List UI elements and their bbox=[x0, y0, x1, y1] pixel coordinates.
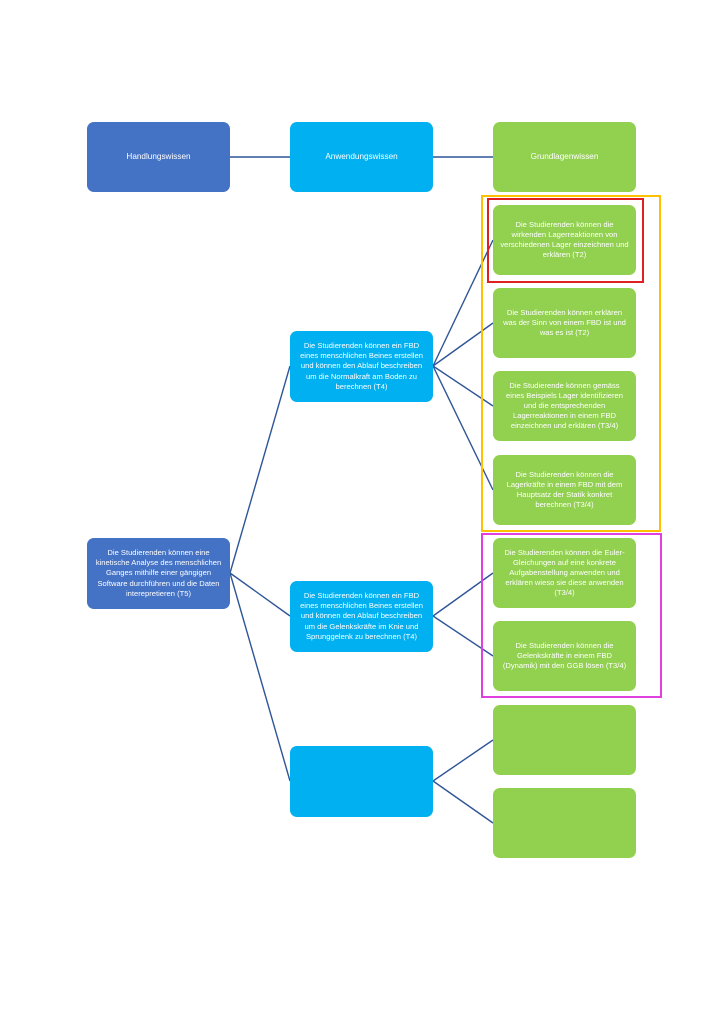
leaf-node-5-text: Die Studierenden können die Euler-Gleich… bbox=[504, 547, 625, 598]
middle-node-2: Die Studierenden können ein FBD eines me… bbox=[290, 581, 433, 652]
connector-root-middle-2 bbox=[229, 572, 291, 617]
connector-middle-3-leaf-8 bbox=[432, 780, 494, 824]
middle-node-1-text: Die Studierenden können ein FBD eines me… bbox=[300, 341, 423, 391]
connector-middle-1-leaf-2 bbox=[432, 322, 494, 367]
connector-middle-1-leaf-3 bbox=[432, 365, 494, 407]
connector-middle-1-leaf-1 bbox=[432, 239, 494, 367]
leaf-node-3-text: Die Studierende können gemäss eines Beis… bbox=[506, 380, 623, 431]
connector-middle-2-leaf-6 bbox=[432, 615, 494, 657]
root-node: Die Studierenden können eine kinetische … bbox=[87, 538, 230, 609]
highlight-frame-magenta bbox=[481, 533, 662, 698]
leaf-node-8 bbox=[493, 788, 636, 858]
header-grundlagenwissen-label: Grundlagenwissen bbox=[530, 151, 599, 161]
middle-node-3 bbox=[290, 746, 433, 817]
connector-middle-3-leaf-7 bbox=[432, 739, 494, 782]
leaf-node-1: Die Studierenden können die wirkenden La… bbox=[493, 205, 636, 275]
root-node-text: Die Studierenden können eine kinetische … bbox=[95, 548, 222, 598]
header-handlungswissen-label: Handlungswissen bbox=[126, 151, 191, 161]
header-anwendungswissen-label: Anwendungswissen bbox=[325, 151, 398, 161]
leaf-node-5: Die Studierenden können die Euler-Gleich… bbox=[493, 538, 636, 608]
header-grundlagenwissen: Grundlagenwissen bbox=[493, 122, 636, 192]
leaf-node-3: Die Studierende können gemäss eines Beis… bbox=[493, 371, 636, 441]
leaf-node-2-text: Die Studierenden können erklären was der… bbox=[503, 307, 626, 337]
leaf-node-4: Die Studierenden können die Lagerkräfte … bbox=[493, 455, 636, 525]
middle-node-1: Die Studierenden können ein FBD eines me… bbox=[290, 331, 433, 402]
header-handlungswissen: Handlungswissen bbox=[87, 122, 230, 192]
leaf-node-1-text: Die Studierenden können die wirkenden La… bbox=[500, 219, 629, 260]
leaf-node-4-text: Die Studierenden können die Lagerkräfte … bbox=[506, 469, 623, 510]
leaf-node-6: Die Studierenden können die Gelenkskräft… bbox=[493, 621, 636, 691]
leaf-node-6-text: Die Studierenden können die Gelenkskräft… bbox=[502, 640, 627, 670]
highlight-frame-red bbox=[487, 198, 644, 283]
connector-root-middle-1 bbox=[229, 365, 291, 574]
leaf-node-2: Die Studierenden können erklären was der… bbox=[493, 288, 636, 358]
middle-node-2-text: Die Studierenden können ein FBD eines me… bbox=[300, 591, 423, 641]
connector-middle-1-leaf-4 bbox=[432, 365, 494, 491]
connector-middle-2-leaf-5 bbox=[432, 572, 494, 617]
highlight-frame-orange bbox=[481, 195, 661, 532]
leaf-node-7 bbox=[493, 705, 636, 775]
connector-root-middle-3 bbox=[229, 572, 291, 782]
header-anwendungswissen: Anwendungswissen bbox=[290, 122, 433, 192]
